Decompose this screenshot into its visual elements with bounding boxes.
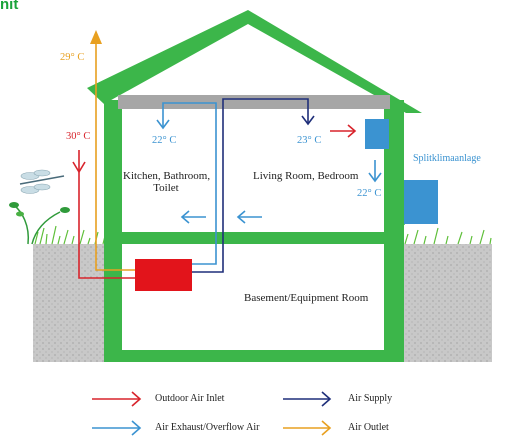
legend-arrow-exhaust (92, 420, 142, 436)
temp-supply-right-label: 23° C (297, 135, 322, 146)
supply-duct (192, 98, 315, 273)
grass-right (404, 227, 492, 245)
legend-label-exhaust: Air Exhaust/Overflow Air (155, 422, 260, 433)
ac-inlet-arrow (330, 124, 357, 138)
ac-outlet-arrow (368, 160, 382, 183)
temp-inlet-label: 30° C (66, 131, 91, 142)
room-label-living: Living Room, Bedroom (253, 170, 359, 182)
split-ac-indoor-unit (365, 119, 389, 149)
legend-arrow-outlet (283, 420, 332, 436)
legend-label-outlet: Air Outlet (348, 422, 389, 433)
ground-left-texture (33, 244, 113, 362)
split-ac-outdoor-unit (404, 180, 438, 224)
room-label-kitchen: Kitchen, Bathroom, Toilet (123, 170, 211, 194)
legend-label-inlet: Outdoor Air Inlet (155, 393, 225, 404)
page-header-fragment: nit (0, 0, 19, 13)
temp-outlet-label: 29° C (60, 52, 85, 63)
split-ac-label: Splitklimaanlage (413, 153, 481, 164)
ac-refrigerant-line (389, 134, 405, 225)
outlet-duct (90, 30, 135, 271)
legend-label-supply: Air Supply (348, 393, 393, 404)
dragonfly (19, 169, 65, 194)
ventilation-unit (135, 259, 192, 291)
exhaust-duct (156, 102, 217, 265)
legend-arrow-inlet (92, 391, 142, 407)
room-label-kitchen-line1: Kitchen, Bathroom, (123, 170, 211, 182)
room-label-kitchen-line2: Toilet (153, 182, 179, 194)
inlet-duct (72, 150, 135, 279)
ceiling-slab (118, 95, 390, 109)
ground-right-texture (392, 244, 492, 362)
room-label-basement: Basement/Equipment Room (244, 292, 369, 304)
grass-left (34, 225, 106, 245)
legend-arrow-supply (283, 391, 332, 407)
temp-supply-left-label: 22° C (152, 135, 177, 146)
temp-split-out-label: 22° C (357, 188, 382, 199)
plant (9, 202, 70, 245)
overflow-arrows (180, 210, 262, 224)
